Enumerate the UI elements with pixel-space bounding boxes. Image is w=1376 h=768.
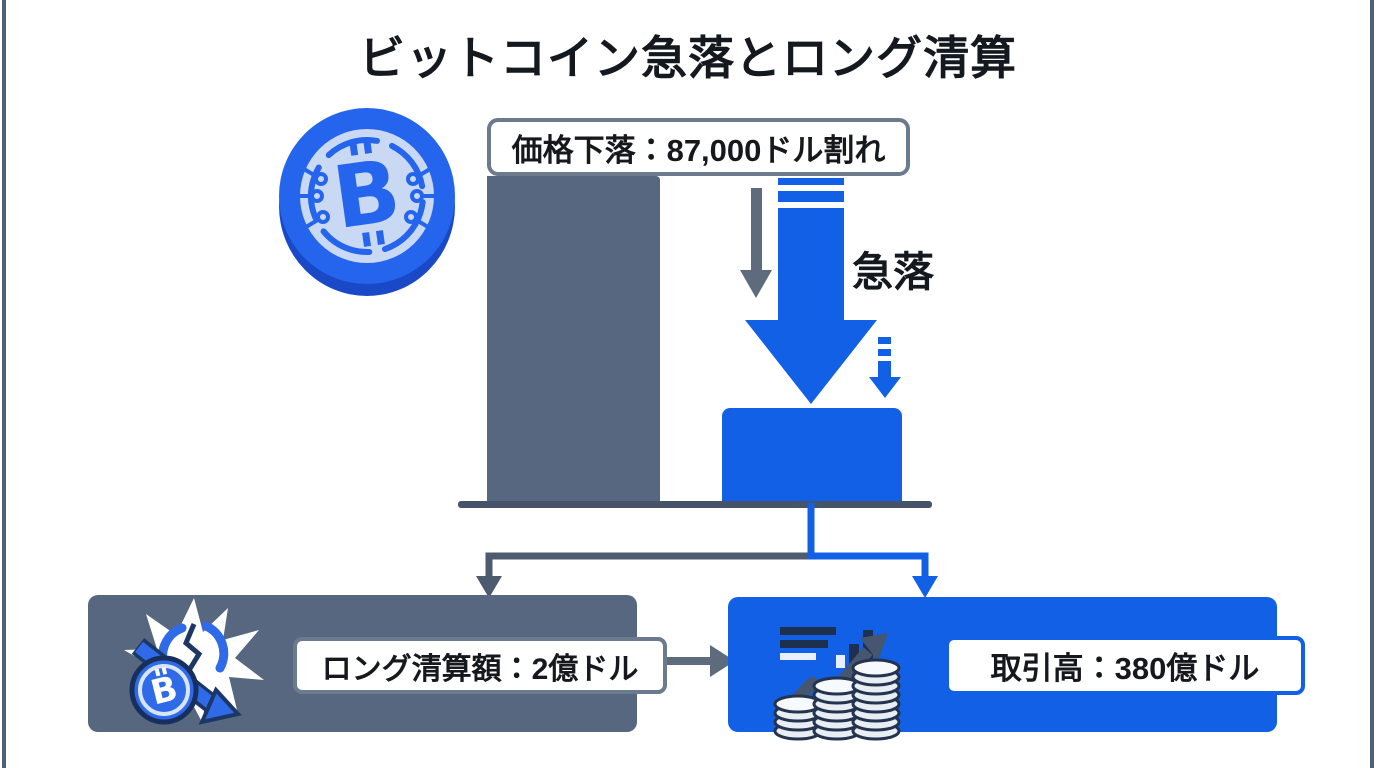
broken-ring	[158, 621, 229, 675]
small-gray-down-arrow	[740, 188, 772, 298]
liquidation-box: B ロング清算額：2億ドル	[88, 595, 667, 732]
baseline	[458, 501, 932, 508]
liquidation-label-text: ロング清算額：2億ドル	[321, 652, 639, 686]
stack-tall	[851, 658, 901, 741]
report-lines	[780, 627, 836, 660]
stack-short	[773, 694, 823, 741]
page-title: ビットコイン急落とロング清算	[359, 32, 1017, 84]
svg-text:B: B	[327, 141, 406, 249]
crack	[182, 623, 203, 674]
connector-blue-arrowhead	[912, 576, 938, 598]
volume-label-text: 取引高：380億ドル	[990, 651, 1260, 686]
volume-label: 取引高：380億ドル	[945, 636, 1305, 695]
mini-bars	[836, 630, 873, 668]
svg-text:B: B	[147, 668, 182, 713]
connector-blue	[807, 503, 929, 578]
price-drop-label-text: 価格下落：87,000ドル割れ	[511, 132, 886, 168]
price-bar-before	[487, 176, 660, 503]
stack-medium	[812, 676, 862, 741]
down-trend-arrow	[131, 638, 242, 725]
price-bar-after	[722, 408, 902, 503]
growth-arrow	[773, 633, 888, 724]
liquidation-explosion-icon: B	[124, 598, 264, 725]
frame-edge-left	[2, 0, 6, 768]
frame-edge-right	[1370, 0, 1374, 768]
dashed-blue-down-arrow	[869, 337, 901, 398]
bitcoin-coin-icon: B	[279, 108, 455, 296]
volume-box: 取引高：380億ドル	[728, 597, 1305, 741]
price-drop-label: 価格下落：87,000ドル割れ	[487, 118, 910, 176]
starburst	[124, 598, 264, 722]
coin-stacks	[773, 658, 901, 741]
liquidation-label: ロング清算額：2億ドル	[293, 637, 667, 694]
coin-stacks-growth-icon	[773, 627, 901, 741]
connector-gray	[485, 552, 813, 578]
flow-arrow-right	[667, 645, 735, 677]
drop-annotation: 急落	[852, 249, 934, 295]
bitcoin-mini-coin: B	[129, 655, 199, 725]
